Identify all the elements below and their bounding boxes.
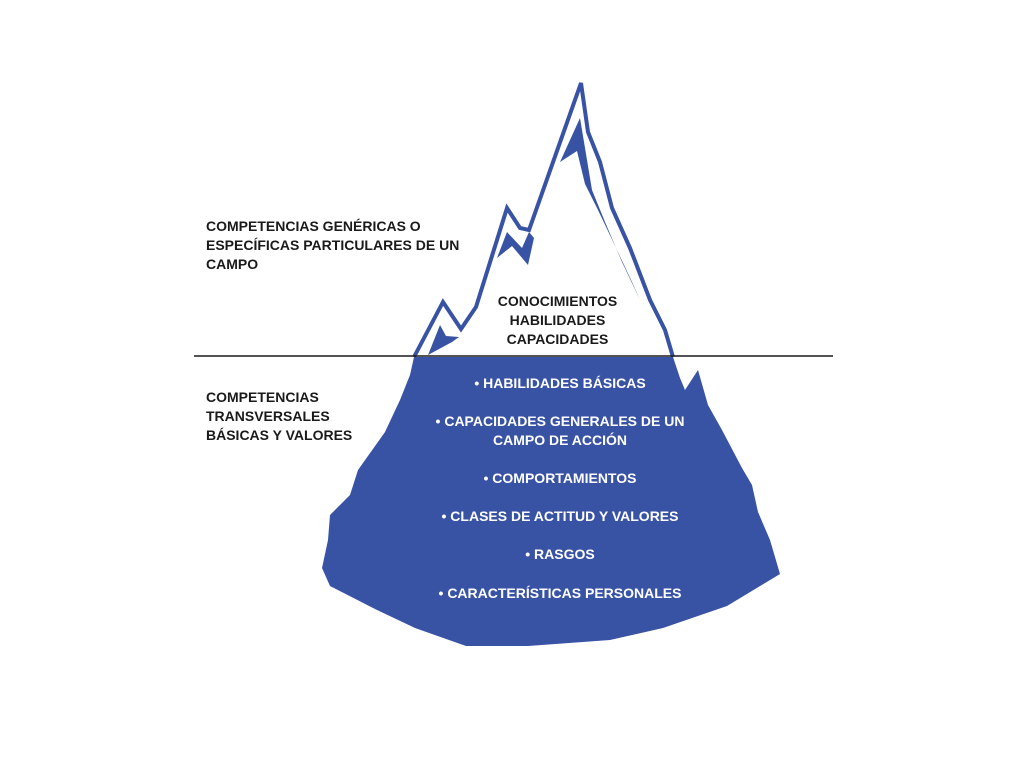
- submerged-item: • CARACTERÍSTICAS PERSONALES: [410, 584, 710, 603]
- below-water-label-line: BÁSICAS Y VALORES: [206, 427, 353, 443]
- submerged-item-line: • CARACTERÍSTICAS PERSONALES: [438, 585, 682, 601]
- iceberg-left-shading: [428, 325, 459, 355]
- submerged-item-line: • COMPORTAMIENTOS: [483, 470, 637, 486]
- submerged-item: • CLASES DE ACTITUD Y VALORES: [410, 507, 710, 526]
- tip-item: CAPACIDADES: [506, 331, 609, 347]
- below-water-label: COMPETENCIAS TRANSVERSALES BÁSICAS Y VALOR…: [206, 388, 352, 445]
- submerged-item-line: • CLASES DE ACTITUD Y VALORES: [441, 508, 679, 524]
- submerged-item: • HABILIDADES BÁSICAS: [410, 374, 710, 393]
- submerged-item-line: CAMPO DE ACCIÓN: [492, 432, 628, 448]
- tip-item: CONOCIMIENTOS: [497, 293, 618, 309]
- above-water-label: COMPETENCIAS GENÉRICAS O ESPECÍFICAS PART…: [206, 217, 459, 274]
- iceberg-ridge-shading: [497, 232, 534, 265]
- iceberg-tip-outline: [412, 82, 675, 358]
- submerged-item-line: • RASGOS: [525, 546, 595, 562]
- iceberg-peak-shading: [560, 118, 660, 345]
- submerged-item: • RASGOS: [410, 545, 710, 564]
- submerged-item-line: • CAPACIDADES GENERALES DE UN: [435, 413, 685, 429]
- submerged-item-line: • HABILIDADES BÁSICAS: [474, 375, 646, 391]
- above-water-label-line: COMPETENCIAS GENÉRICAS O: [206, 218, 421, 234]
- tip-item: HABILIDADES: [509, 312, 606, 328]
- above-water-label-line: CAMPO: [206, 256, 259, 272]
- below-water-label-line: TRANSVERSALES: [206, 408, 330, 424]
- below-water-label-line: COMPETENCIAS: [206, 389, 319, 405]
- submerged-item: • CAPACIDADES GENERALES DE UN CAMPO DE AC…: [410, 412, 710, 450]
- submerged-item: • COMPORTAMIENTOS: [410, 469, 710, 488]
- tip-items: CONOCIMIENTOS HABILIDADES CAPACIDADES: [470, 292, 645, 349]
- iceberg-submerged-body: [322, 357, 780, 646]
- above-water-label-line: ESPECÍFICAS PARTICULARES DE UN: [206, 237, 460, 253]
